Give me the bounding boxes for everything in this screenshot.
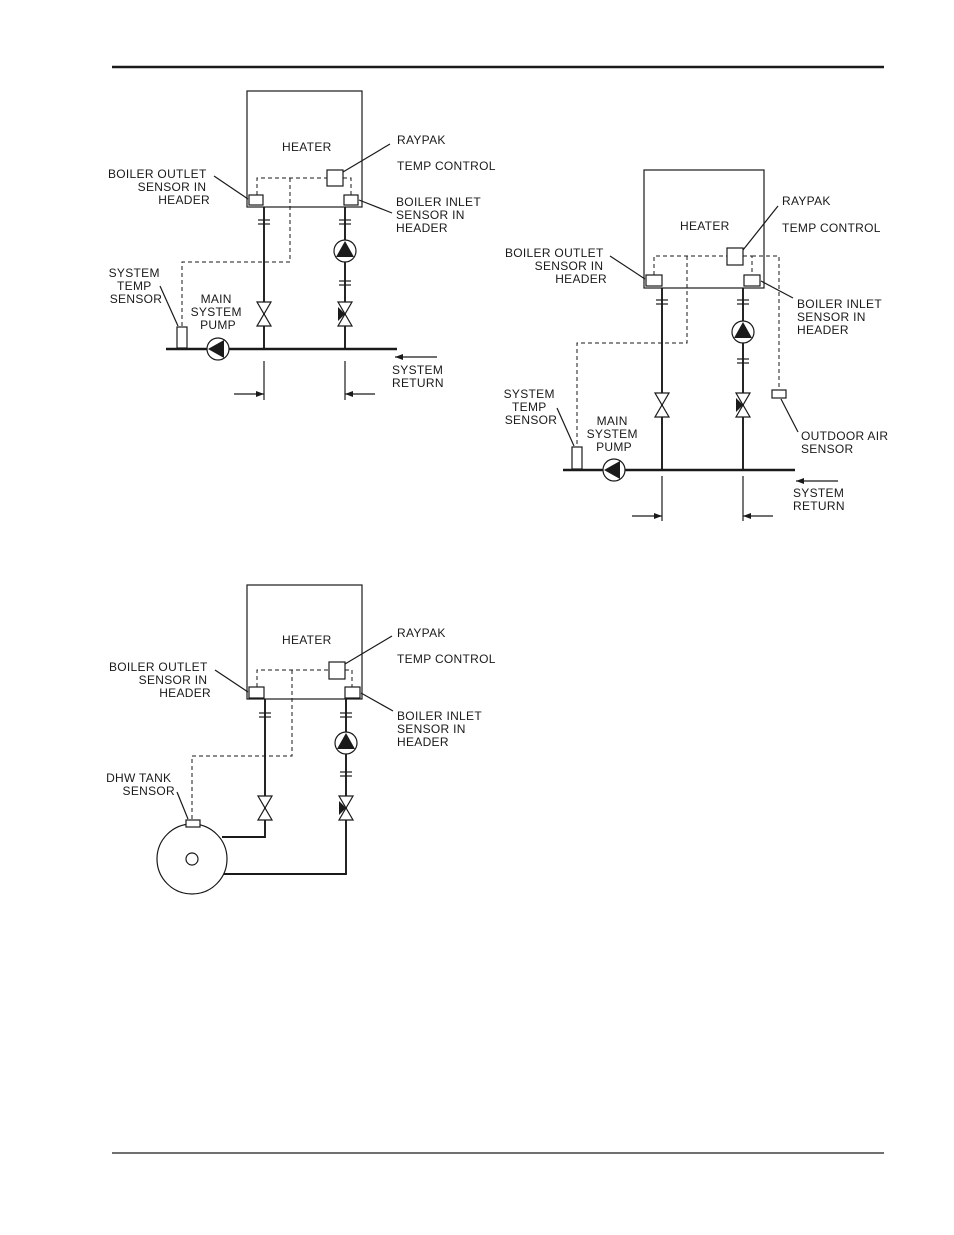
- outlet-label: BOILER OUTLET SENSOR IN HEADER: [109, 660, 211, 700]
- raypak-leader: [342, 143, 391, 173]
- system-temp-sensor: [176, 326, 188, 349]
- outdoor-sensor-wire: [752, 255, 780, 390]
- heater-box: [246, 90, 363, 208]
- raypak-label: RAYPAK: [397, 133, 446, 147]
- inlet-leader: [760, 280, 794, 299]
- temp-control-label: TEMP CONTROL: [397, 159, 496, 173]
- diagram-2: HEATER RAYPAK TEMP CONTROL BOILER OUTLET…: [504, 169, 892, 521]
- inlet-sensor: [344, 686, 361, 699]
- system-temp-sensor: [571, 446, 583, 470]
- inlet-sensor: [343, 194, 359, 206]
- inlet-pipe: [222, 699, 347, 875]
- outlet-label: BOILER OUTLET SENSOR IN HEADER: [505, 246, 607, 286]
- diagram-1: HEATER RAYPAK TEMP CONTROL BOILER OUTLET…: [108, 90, 496, 400]
- heater-box: [643, 169, 765, 289]
- main-pump-label: MAIN SYSTEM PUMP: [587, 414, 642, 454]
- temp-control-label: TEMP CONTROL: [782, 221, 881, 235]
- outlet-wire: [256, 177, 327, 195]
- outlet-wire: [256, 669, 329, 687]
- outlet-leader: [214, 669, 249, 693]
- outlet-sensor: [248, 686, 265, 699]
- raypak-label: RAYPAK: [782, 194, 831, 208]
- heater-label: HEATER: [680, 219, 730, 233]
- tank-sensor-wire: [191, 670, 293, 820]
- inlet-wire: [343, 177, 352, 195]
- inlet-leader: [358, 199, 393, 214]
- outlet-valve-icon: [255, 301, 273, 327]
- system-temp-sensor-label: SYSTEM TEMP SENSOR: [504, 387, 559, 427]
- outlet-valve-icon: [256, 795, 274, 821]
- outlet-sensor: [645, 274, 663, 287]
- outlet-valve-icon: [653, 392, 671, 418]
- diagram-3: HEATER RAYPAK TEMP CONTROL BOILER OUTLET…: [106, 584, 496, 895]
- inlet-label: BOILER INLET SENSOR IN HEADER: [397, 709, 485, 749]
- outlet-sensor: [248, 194, 264, 206]
- system-return-label: SYSTEM RETURN: [793, 486, 848, 513]
- outlet-leader: [609, 255, 646, 280]
- outlet-label: BOILER OUTLET SENSOR IN HEADER: [108, 167, 210, 207]
- inlet-label: BOILER INLET SENSOR IN HEADER: [396, 195, 484, 235]
- inlet-label: BOILER INLET SENSOR IN HEADER: [797, 297, 885, 337]
- inlet-wire: [345, 669, 353, 687]
- outdoor-air-sensor-label: OUTDOOR AIR SENSOR: [801, 429, 892, 456]
- heater-label: HEATER: [282, 633, 332, 647]
- system-return-label: SYSTEM RETURN: [392, 363, 447, 390]
- inlet-leader: [360, 692, 394, 712]
- raypak-label: RAYPAK: [397, 626, 446, 640]
- outlet-pipe: [222, 699, 266, 838]
- system-temp-sensor-label: SYSTEM TEMP SENSOR: [109, 266, 164, 306]
- raypak-control-box: [726, 247, 744, 266]
- inlet-sensor: [743, 274, 761, 287]
- outdoor-air-sensor: [771, 389, 787, 399]
- outlet-leader: [213, 175, 249, 200]
- raypak-leader: [344, 635, 393, 665]
- dhw-tank-fitting: [185, 852, 199, 866]
- main-pump-label: MAIN SYSTEM PUMP: [191, 292, 246, 332]
- raypak-control-box: [328, 661, 346, 680]
- raypak-control-box: [326, 169, 344, 187]
- temp-control-label: TEMP CONTROL: [397, 652, 496, 666]
- dhw-tank-sensor-label: DHW TANK SENSOR: [106, 771, 175, 798]
- dhw-tank-sensor: [185, 819, 201, 828]
- system-sensor-wire: [181, 178, 291, 327]
- raypak-leader: [742, 205, 779, 251]
- heater-label: HEATER: [282, 140, 332, 154]
- system-sensor-wire: [576, 256, 688, 445]
- heater-box: [246, 584, 363, 700]
